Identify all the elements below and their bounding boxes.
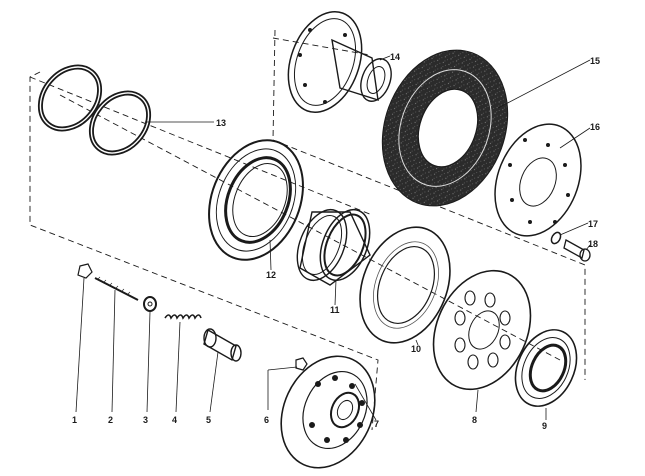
callout-8: 8	[472, 415, 477, 425]
callout-7: 7	[374, 419, 379, 429]
small-hardware	[77, 263, 308, 371]
hub-flange	[287, 11, 392, 113]
callout-10: 10	[411, 344, 421, 354]
bearing-sleeve	[296, 208, 371, 286]
callout-18: 18	[588, 239, 598, 249]
callout-labels: 1 2 3 4 5 6 7 8 9 10 11 12 13 14 15 16 1…	[72, 52, 600, 431]
pressure-plate	[494, 123, 582, 237]
friction-disc	[381, 49, 509, 207]
callout-16: 16	[590, 122, 600, 132]
callout-15: 15	[590, 56, 600, 66]
splined-hub	[280, 355, 376, 469]
callout-11: 11	[330, 305, 340, 315]
callout-12: 12	[266, 270, 276, 280]
callout-17: 17	[588, 219, 598, 229]
callout-14: 14	[390, 52, 400, 62]
leader-lines	[75, 55, 591, 421]
flat-ring	[359, 226, 451, 344]
perforated-disc	[432, 269, 532, 391]
callout-6: 6	[264, 415, 269, 425]
callout-4: 4	[172, 415, 177, 425]
callout-1: 1	[72, 415, 77, 425]
end-ring	[514, 329, 578, 407]
shaft-seal	[208, 139, 304, 261]
callout-9: 9	[542, 421, 547, 431]
o-ring-pair	[37, 64, 152, 156]
callout-13: 13	[216, 118, 226, 128]
callout-3: 3	[143, 415, 148, 425]
callout-5: 5	[206, 415, 211, 425]
callout-2: 2	[108, 415, 113, 425]
washer-and-bolt	[550, 231, 591, 262]
